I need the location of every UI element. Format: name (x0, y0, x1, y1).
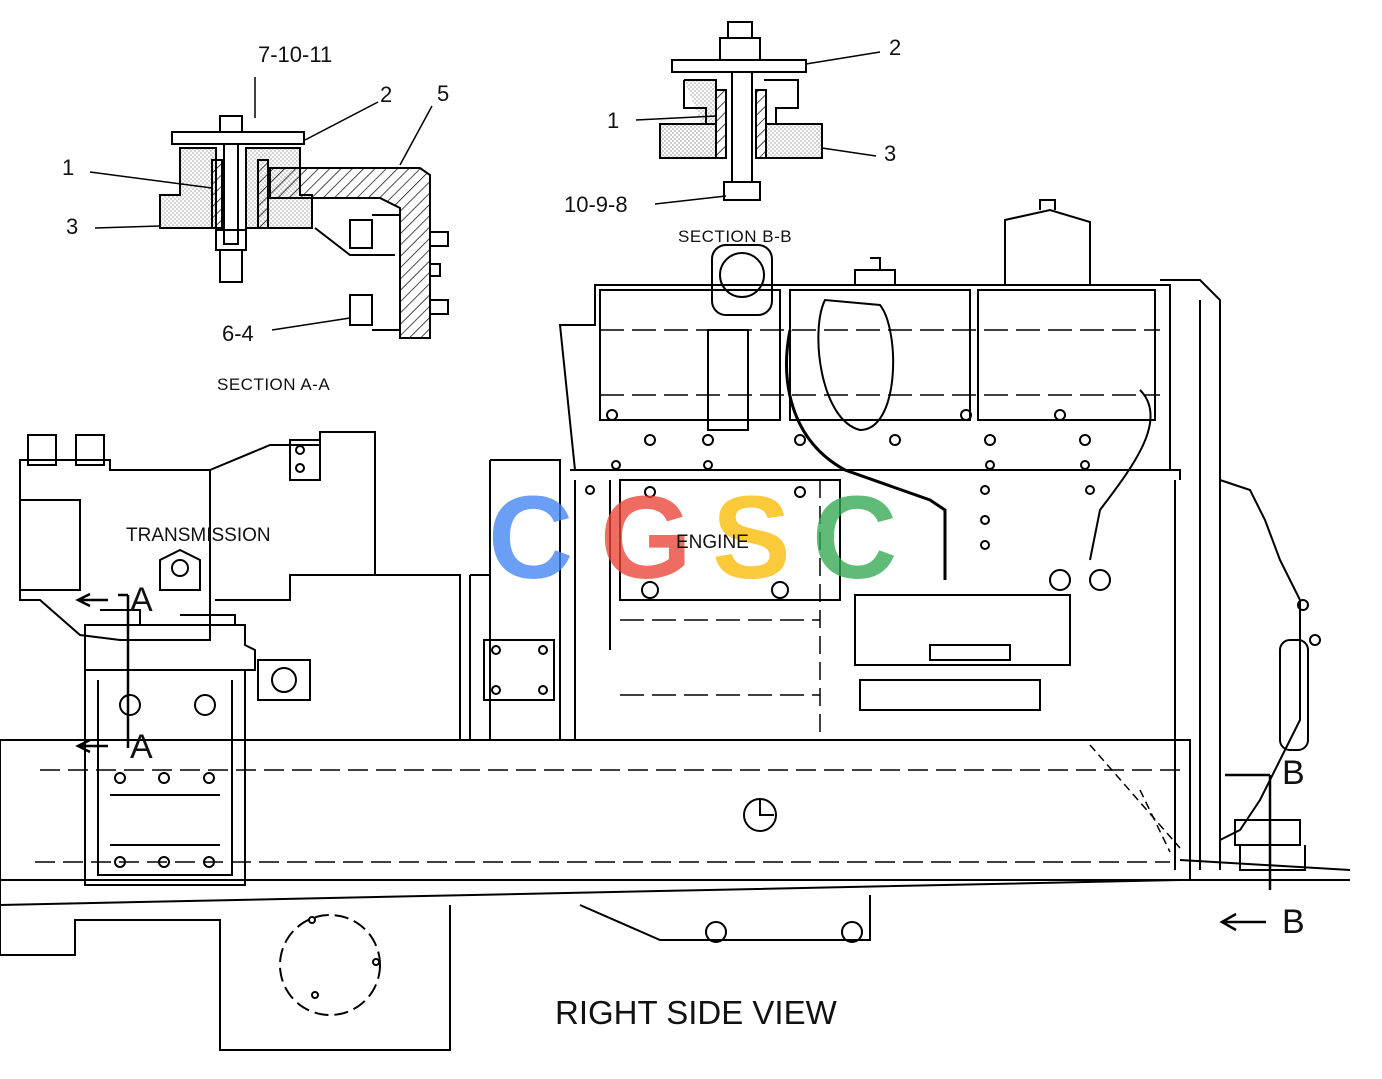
callout-aa-3: 3 (66, 214, 79, 239)
callout-bb-3: 3 (884, 141, 897, 166)
watermark-letter-2: G (600, 472, 692, 604)
callout-aa-2: 2 (380, 82, 393, 107)
callout-aa-7-10-11: 7-10-11 (258, 42, 333, 67)
main-view-drawing (0, 199, 1351, 1051)
section-aa-drawing (89, 77, 449, 339)
watermark-letter-3: S (712, 472, 791, 604)
callout-bb-1: 1 (607, 108, 620, 133)
watermark-letter-4: C (812, 472, 897, 604)
callout-bb-10-9-8: 10-9-8 (564, 192, 628, 217)
callout-aa-5: 5 (437, 81, 450, 106)
callout-bb-2: 2 (889, 35, 902, 60)
section-marker-a-top: A (130, 581, 153, 619)
section-aa-caption: SECTION A-A (217, 375, 331, 394)
transmission-label: TRANSMISSION (126, 525, 271, 546)
callout-aa-6-4: 6-4 (222, 321, 254, 346)
engine-label: ENGINE (676, 532, 749, 553)
section-bb-caption: SECTION B-B (678, 227, 793, 246)
section-marker-a-bottom: A (130, 728, 153, 766)
view-title: RIGHT SIDE VIEW (555, 994, 837, 1031)
watermark: C G S C (488, 472, 897, 604)
watermark-letter-1: C (488, 472, 573, 604)
section-marker-b-top: B (1282, 754, 1305, 792)
section-bb-drawing (635, 21, 881, 205)
section-marker-b-bottom: B (1282, 903, 1305, 941)
callout-aa-1: 1 (62, 155, 75, 180)
